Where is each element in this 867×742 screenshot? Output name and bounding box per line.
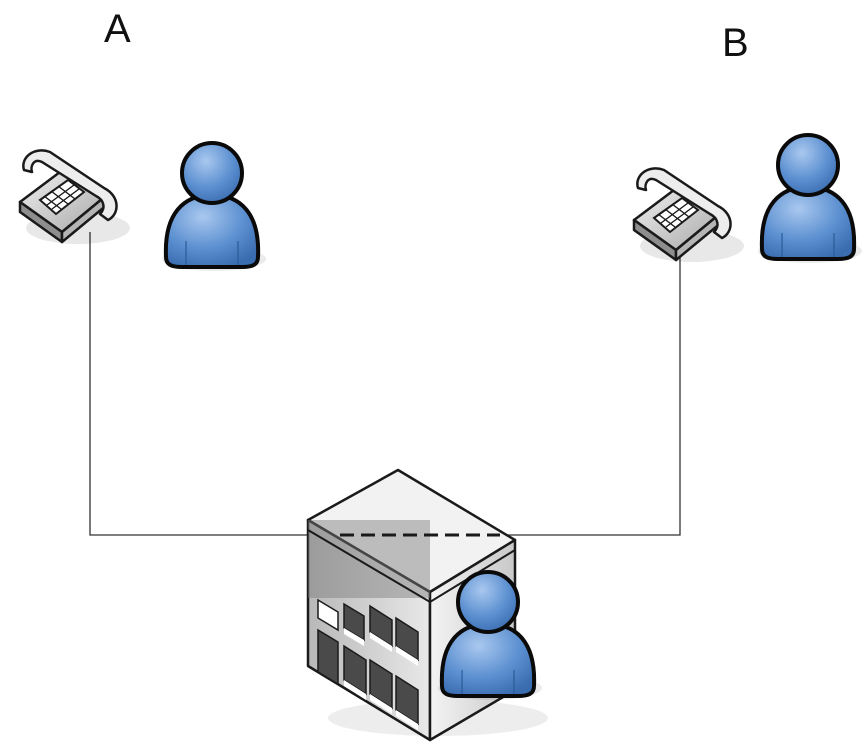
label-a: A	[104, 7, 131, 51]
telephone-icon	[18, 149, 132, 246]
connection-line-b	[500, 250, 681, 536]
person-icon	[756, 133, 864, 265]
telephone-icon	[632, 167, 746, 264]
person-icon	[160, 141, 268, 273]
connection-line-a	[89, 232, 335, 536]
label-b: B	[722, 21, 749, 65]
